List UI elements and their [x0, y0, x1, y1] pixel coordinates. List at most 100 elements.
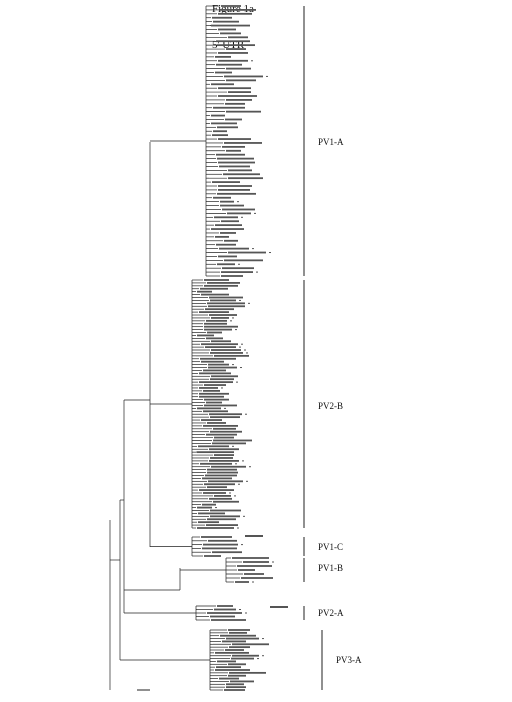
- leaf-label-mark: [236, 381, 238, 383]
- leaf-label-mark: [256, 271, 258, 273]
- leaf-label-mark: [222, 640, 246, 643]
- leaf-label-mark: [202, 503, 216, 506]
- leaf-label-mark: [226, 99, 252, 101]
- leaf-label-mark: [208, 366, 237, 369]
- leaf-label-mark: [210, 416, 240, 419]
- leaf-label-mark: [213, 500, 239, 503]
- leaf-label-mark: [199, 387, 218, 389]
- leaf-label-mark: [222, 267, 254, 270]
- leaf-label-mark: [248, 302, 250, 304]
- clade-label-pv2-a: PV2-A: [318, 608, 344, 618]
- leaf-label-mark: [217, 126, 238, 129]
- leaf-label-mark: [217, 263, 235, 266]
- leaf-label-mark: [214, 354, 249, 357]
- leaf-label-mark: [199, 311, 229, 313]
- leaf-label-mark: [257, 658, 259, 660]
- leaf-label-mark: [221, 220, 239, 223]
- leaf-label-mark: [197, 527, 234, 529]
- leaf-label-mark: [212, 16, 232, 19]
- leaf-label-mark: [214, 216, 238, 219]
- leaf-label-mark: [216, 40, 250, 43]
- leaf-label-mark: [213, 106, 245, 109]
- leaf-label-mark: [246, 352, 248, 354]
- leaf-label-mark: [198, 445, 229, 448]
- leaf-label-mark: [207, 468, 237, 471]
- leaf-label-mark: [216, 243, 236, 246]
- leaf-label-mark: [224, 239, 238, 242]
- leaf-label-mark: [240, 367, 242, 369]
- leaf-label-mark: [197, 407, 221, 410]
- leaf-label-mark: [211, 114, 225, 117]
- leaf-label-mark: [237, 565, 272, 567]
- leaf-label-mark: [207, 422, 226, 424]
- leaf-label-mark: [226, 686, 246, 689]
- leaf-label-mark: [208, 539, 237, 542]
- leaf-label-mark: [214, 495, 231, 497]
- leaf-label-mark: [210, 378, 234, 381]
- leaf-label-mark: [210, 509, 241, 512]
- leaf-label-mark: [210, 430, 242, 433]
- leaf-label-mark: [218, 87, 251, 90]
- leaf-label-mark: [229, 671, 266, 674]
- leaf-label-mark: [217, 157, 254, 160]
- leaf-label-mark: [212, 134, 228, 137]
- leaf-label-mark: [205, 346, 236, 349]
- leaf-label-mark: [197, 506, 212, 509]
- leaf-label-mark: [201, 343, 238, 346]
- leaf-label-mark: [215, 55, 231, 58]
- leaf-label-mark: [205, 474, 237, 477]
- leaf-label-mark: [207, 282, 240, 284]
- leaf-label-mark: [251, 60, 253, 62]
- leaf-label-mark: [218, 161, 255, 164]
- clade-label-pv1-a: PV1-A: [318, 137, 344, 147]
- leaf-label-mark: [269, 252, 271, 254]
- clade-label-pv3-a: PV3-A: [336, 655, 362, 665]
- leaf-label-mark: [203, 543, 238, 546]
- leaf-label-mark: [205, 308, 234, 311]
- leaf-label-mark: [216, 153, 245, 156]
- leaf-label-mark: [211, 340, 231, 343]
- leaf-label-mark: [210, 515, 240, 518]
- leaf-label-mark: [237, 201, 239, 203]
- leaf-label-mark: [252, 581, 254, 583]
- leaf-label-mark: [241, 343, 243, 345]
- clade-label-pv1-b: PV1-B: [318, 563, 343, 573]
- leaf-label-mark: [211, 122, 237, 125]
- leaf-label-mark: [208, 305, 245, 308]
- leaf-label-mark: [201, 419, 222, 421]
- leaf-label-mark: [239, 346, 241, 348]
- leaf-label-mark: [217, 660, 236, 663]
- leaf-label-mark: [220, 232, 236, 234]
- leaf-label-mark: [213, 196, 231, 199]
- leaf-label-mark: [220, 9, 256, 11]
- clade-label-pv2-b: PV2-B: [318, 401, 343, 411]
- leaf-label-mark: [226, 48, 246, 50]
- leaf-label-mark: [213, 427, 236, 430]
- leaf-label-mark: [204, 483, 235, 486]
- leaf-label-mark: [212, 181, 240, 183]
- leaf-label-mark: [262, 638, 264, 640]
- leaf-label-mark: [218, 52, 248, 54]
- leaf-label-mark: [201, 536, 232, 538]
- leaf-label-mark: [219, 247, 249, 250]
- leaf-label-mark: [201, 360, 224, 363]
- leaf-label-mark: [242, 460, 244, 462]
- leaf-label-mark: [207, 471, 238, 474]
- leaf-label-mark: [217, 44, 255, 47]
- leaf-label-mark: [226, 149, 241, 152]
- leaf-label-mark: [213, 130, 227, 133]
- leaf-label-mark: [199, 395, 224, 398]
- leaf-label-mark: [197, 451, 234, 454]
- leaf-label-mark: [220, 32, 241, 35]
- leaf-label-mark: [232, 364, 234, 366]
- leaf-label-mark: [225, 118, 242, 121]
- leaf-label-mark: [243, 561, 269, 563]
- leaf-label-mark: [200, 462, 232, 465]
- leaf-label-mark: [199, 381, 233, 384]
- leaf-label-mark: [224, 75, 263, 78]
- leaf-label-mark: [204, 322, 227, 325]
- leaf-label-mark: [215, 235, 229, 238]
- leaf-label-mark: [238, 569, 255, 571]
- leaf-label-mark: [228, 169, 252, 172]
- leaf-label-mark: [215, 224, 242, 227]
